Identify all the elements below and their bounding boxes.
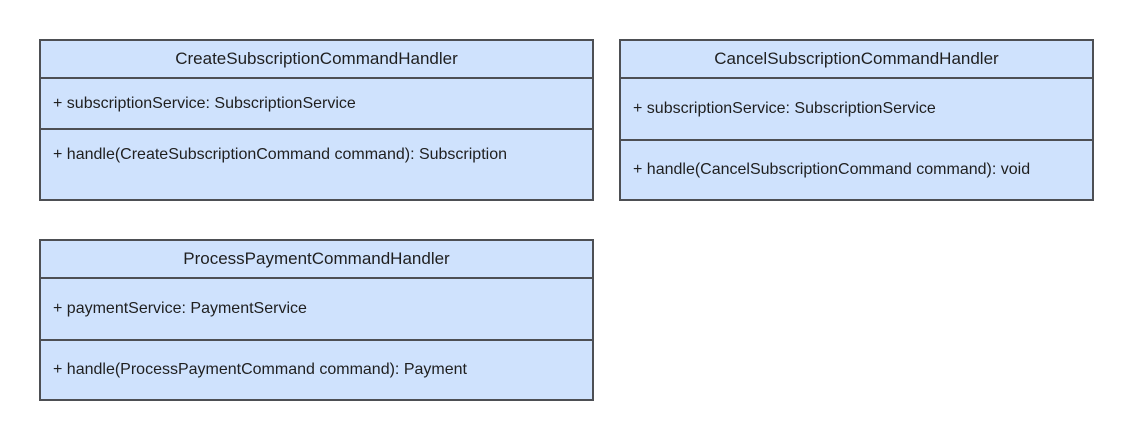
class-box-create-subscription-command-handler[interactable]: CreateSubscriptionCommandHandler + subsc… bbox=[39, 39, 594, 201]
attributes-compartment: + paymentService: PaymentService bbox=[41, 279, 592, 341]
methods-compartment: + handle(CreateSubscriptionCommand comma… bbox=[41, 130, 592, 199]
attributes-compartment: + subscriptionService: SubscriptionServi… bbox=[621, 79, 1092, 141]
attribute-text: + paymentService: PaymentService bbox=[53, 300, 307, 317]
attributes-compartment: + subscriptionService: SubscriptionServi… bbox=[41, 79, 592, 130]
methods-compartment: + handle(ProcessPaymentCommand command):… bbox=[41, 341, 592, 399]
attribute-text: + subscriptionService: SubscriptionServi… bbox=[53, 94, 356, 112]
class-name: CancelSubscriptionCommandHandler bbox=[621, 41, 1092, 79]
method-text: + handle(CancelSubscriptionCommand comma… bbox=[633, 161, 1031, 178]
method-text: + handle(CreateSubscriptionCommand comma… bbox=[53, 146, 507, 163]
class-name: CreateSubscriptionCommandHandler bbox=[41, 41, 592, 79]
method-text: + handle(ProcessPaymentCommand command):… bbox=[53, 361, 467, 378]
attribute-text: + subscriptionService: SubscriptionServi… bbox=[633, 100, 936, 117]
class-box-process-payment-command-handler[interactable]: ProcessPaymentCommandHandler + paymentSe… bbox=[39, 239, 594, 401]
class-name: ProcessPaymentCommandHandler bbox=[41, 241, 592, 279]
methods-compartment: + handle(CancelSubscriptionCommand comma… bbox=[621, 141, 1092, 199]
class-box-cancel-subscription-command-handler[interactable]: CancelSubscriptionCommandHandler + subsc… bbox=[619, 39, 1094, 201]
